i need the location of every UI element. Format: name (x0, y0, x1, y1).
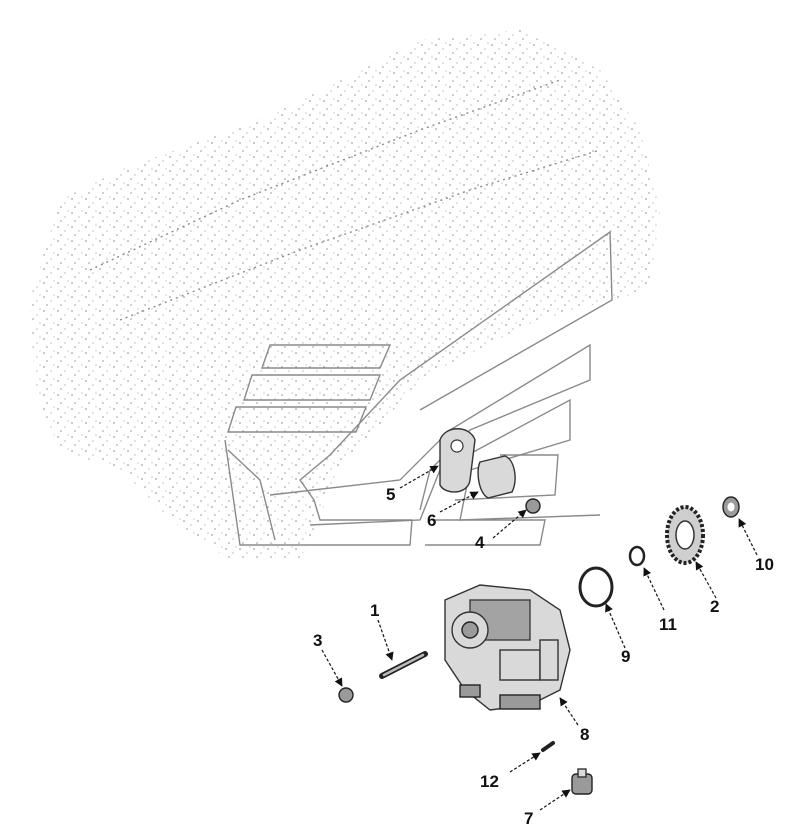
leader-1 (377, 619, 394, 661)
housing-outline (224, 230, 613, 546)
callout-9: 9 (621, 647, 630, 666)
leader-7 (539, 789, 571, 811)
leader-2 (695, 561, 717, 599)
leader-6 (439, 491, 479, 513)
gear-2 (665, 505, 705, 565)
o-ring-9 (578, 566, 614, 608)
callout-10: 10 (755, 555, 774, 574)
leader-11 (643, 567, 665, 611)
fitting-7 (571, 768, 593, 795)
pump-assembly (444, 584, 571, 711)
pin-12 (541, 741, 555, 752)
callout-2: 2 (710, 597, 719, 616)
callout-3: 3 (313, 631, 322, 650)
callout-12: 12 (480, 772, 499, 791)
leader-8 (559, 697, 579, 726)
leader-12 (509, 752, 541, 773)
callout-6: 6 (427, 511, 436, 530)
washer-11 (628, 545, 646, 567)
leader-9 (605, 603, 626, 649)
callout-4: 4 (475, 533, 485, 552)
callout-8: 8 (580, 725, 589, 744)
nut-10 (722, 496, 740, 518)
leader-lines (321, 465, 758, 811)
engine-block-ghost (30, 30, 660, 560)
leader-4 (492, 509, 527, 539)
callout-7: 7 (524, 809, 533, 828)
cover-gasket (439, 428, 476, 493)
callout-5: 5 (386, 485, 395, 504)
callout-labels: 1 2 3 4 5 6 7 8 9 10 11 12 (313, 485, 774, 828)
callout-1: 1 (370, 601, 379, 620)
leader-10 (738, 518, 758, 556)
leader-3 (321, 649, 343, 687)
callout-11: 11 (659, 615, 677, 634)
leader-5 (399, 465, 439, 489)
stud-1 (379, 651, 428, 679)
plug-4 (525, 498, 541, 514)
nut-3 (338, 687, 354, 703)
access-cover (477, 455, 516, 499)
